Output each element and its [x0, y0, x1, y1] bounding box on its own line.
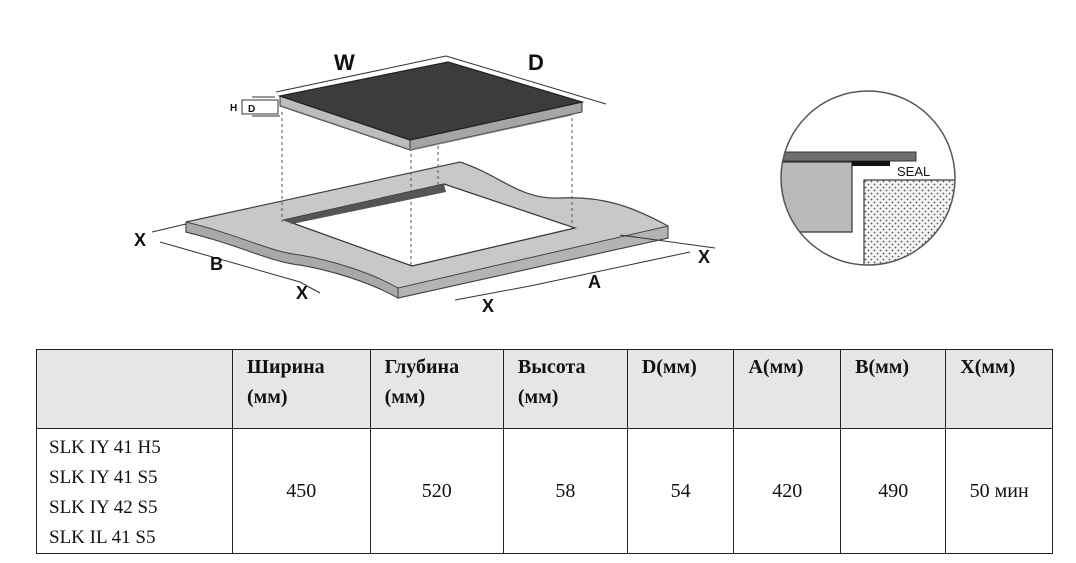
- header-cell-model: [36, 349, 233, 429]
- label-x-right: X: [698, 247, 710, 267]
- label-x-bottom-left: X: [296, 283, 308, 303]
- hob: [277, 61, 585, 151]
- seal-strip: [852, 161, 890, 166]
- value-width: 450: [232, 428, 371, 554]
- model-name: SLK IY 42 S5: [49, 497, 158, 518]
- label-seal: SEAL: [897, 164, 930, 179]
- value-d: 54: [626, 428, 735, 554]
- header-cell-b: B(мм): [840, 349, 947, 429]
- countertop: [185, 161, 669, 299]
- label-width: W: [334, 50, 355, 75]
- value-x: 50 мин: [945, 428, 1053, 554]
- model-name: SLK IY 41 H5: [49, 437, 161, 458]
- header-cell-d: D(мм): [626, 349, 735, 429]
- model-name: SLK IL 41 S5: [49, 527, 156, 548]
- value-a: 420: [733, 428, 842, 554]
- dimension-lines: [151, 55, 716, 301]
- header-cell-a: A(мм): [733, 349, 842, 429]
- label-x-left: X: [134, 230, 146, 250]
- table-row: SLK IY 41 H5 SLK IY 41 S5 SLK IY 42 S5 S…: [36, 428, 1053, 554]
- header-cell-depth: Глубина(мм): [369, 349, 504, 429]
- label-depth: D: [528, 50, 544, 75]
- hob-glass: [277, 61, 585, 141]
- value-depth: 520: [369, 428, 504, 554]
- header-cell-width: Ширина(мм): [232, 349, 371, 429]
- seal-detail: SEAL: [780, 90, 956, 266]
- installation-diagram: W D H D X B X X A X SEAL: [134, 50, 956, 316]
- projection-lines: [281, 112, 573, 268]
- models-cell: SLK IY 41 H5 SLK IY 41 S5 SLK IY 42 S5 S…: [36, 428, 233, 554]
- value-b: 490: [840, 428, 947, 554]
- dimensions-table: Ширина(мм) Глубина(мм) Высота(мм) D(мм) …: [36, 349, 1053, 554]
- header-cell-height: Высота(мм): [502, 349, 628, 429]
- label-d: D: [248, 104, 255, 115]
- table-header-row: Ширина(мм) Глубина(мм) Высота(мм) D(мм) …: [36, 349, 1053, 429]
- label-a: A: [588, 272, 601, 292]
- header-cell-x: X(мм): [945, 349, 1053, 429]
- model-name: SLK IY 41 S5: [49, 467, 158, 488]
- label-x-bottom: X: [482, 296, 494, 316]
- label-b: B: [210, 254, 223, 274]
- value-height: 58: [502, 428, 628, 554]
- label-height: H: [230, 103, 237, 114]
